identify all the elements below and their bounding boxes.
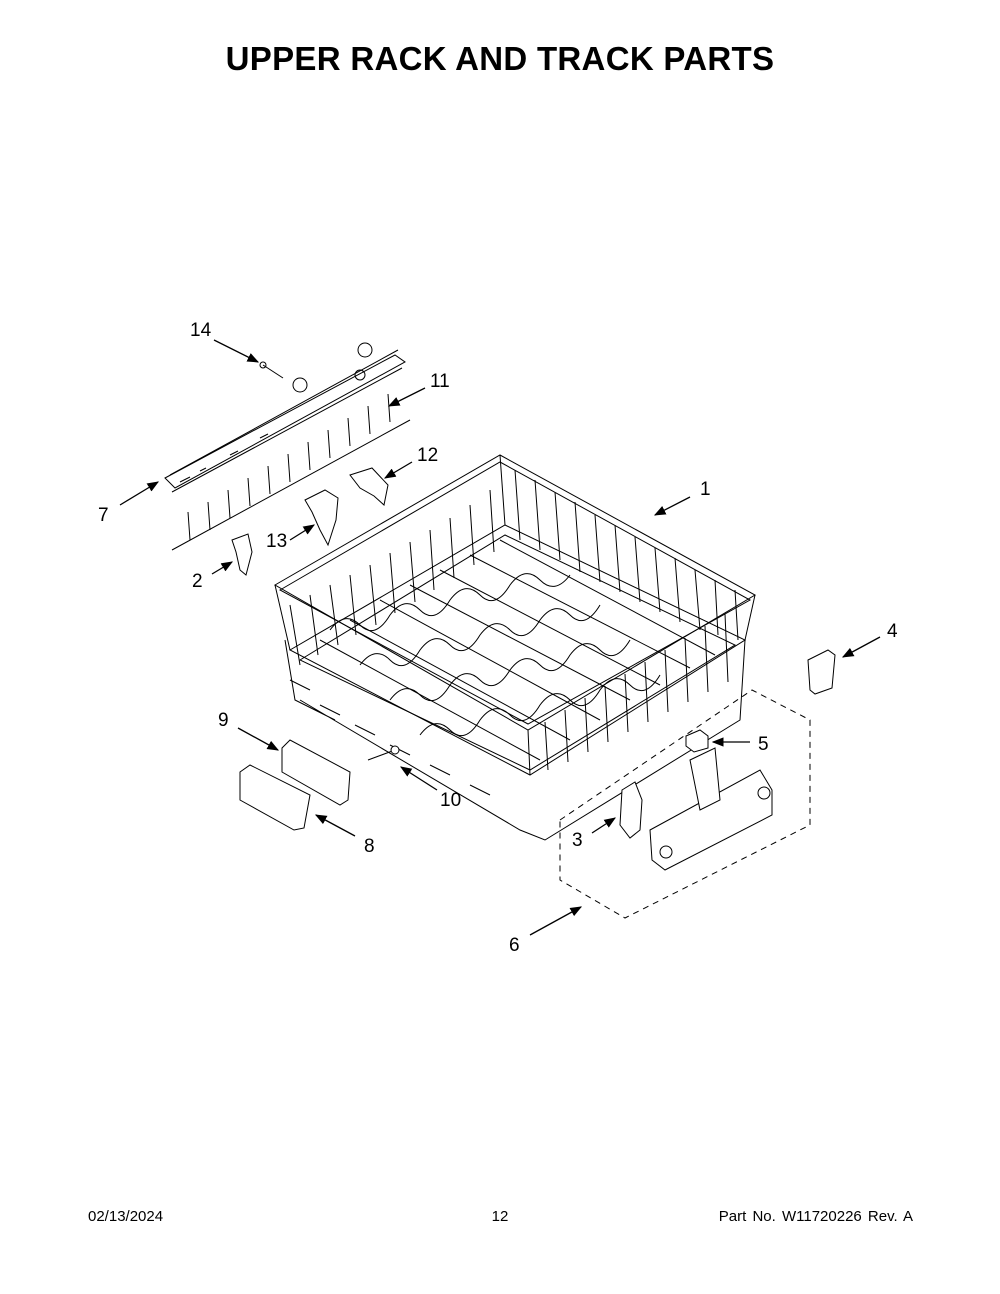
callout-11: 11 xyxy=(430,371,450,392)
callout-1: 1 xyxy=(700,479,711,500)
callout-3: 3 xyxy=(572,830,583,851)
footer-page-number: 12 xyxy=(491,1208,509,1225)
footer-date: 02/13/2024 xyxy=(88,1208,164,1225)
callout-4: 4 xyxy=(887,621,898,642)
callout-10: 10 xyxy=(440,790,461,811)
footer-part-number: Part No. W11720226 Rev. A xyxy=(718,1208,913,1225)
callout-5: 5 xyxy=(758,734,769,755)
callout-6: 6 xyxy=(509,935,520,956)
callout-2: 2 xyxy=(192,571,203,592)
callout-8: 8 xyxy=(364,836,375,857)
callout-12: 12 xyxy=(417,445,438,466)
small-parts-drawing xyxy=(231,467,836,871)
leader-lines xyxy=(119,339,881,936)
assembly-group-outline xyxy=(559,689,811,919)
callout-13: 13 xyxy=(266,531,287,552)
callout-9: 9 xyxy=(218,710,229,731)
track-assembly-drawing xyxy=(164,342,411,551)
callout-7: 7 xyxy=(98,505,109,526)
page-title: UPPER RACK AND TRACK PARTS xyxy=(225,40,775,77)
upper-rack-drawing xyxy=(273,454,757,841)
callout-14: 14 xyxy=(190,320,212,341)
